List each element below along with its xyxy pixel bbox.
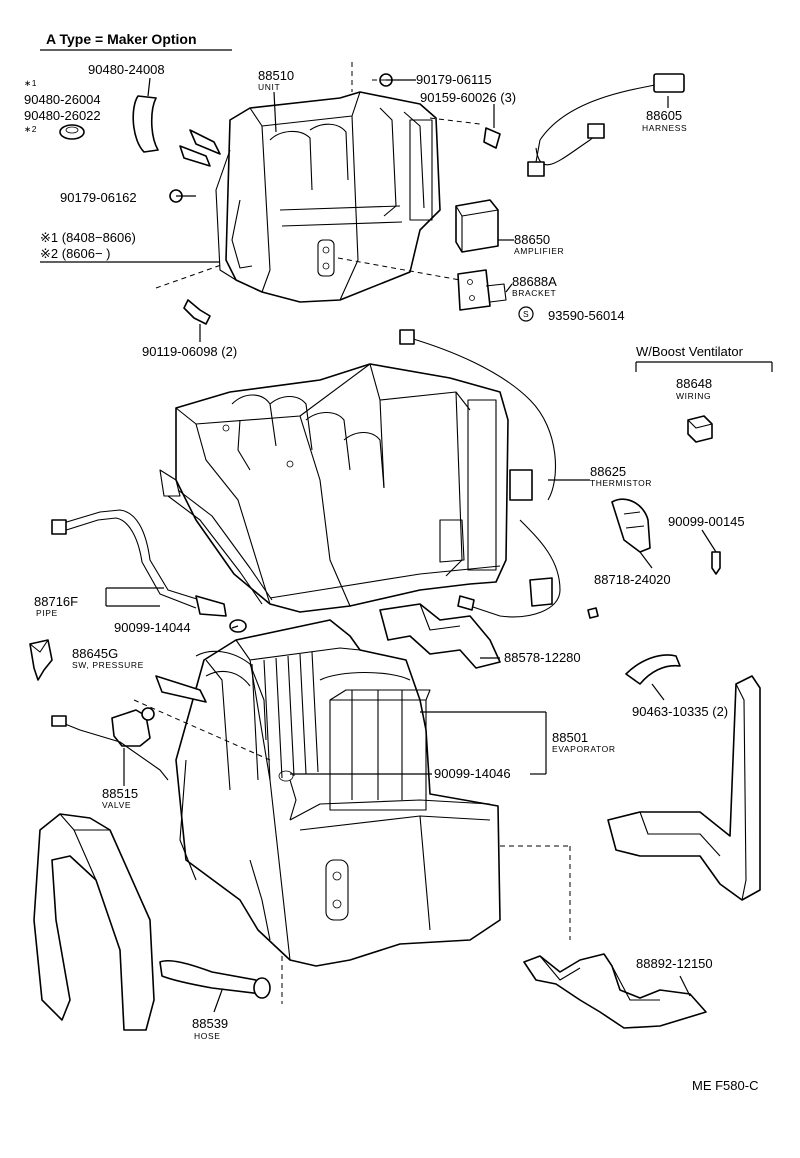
label-88718-24020: 88718-24020: [594, 572, 671, 587]
label-88501: 88501: [552, 730, 588, 745]
label-88578-12280: 88578-12280: [504, 650, 581, 665]
label-90480-24008: 90480-24008: [88, 62, 165, 77]
label-88501-name: EVAPORATOR: [552, 744, 616, 754]
label-90159-60026: 90159-60026 (3): [420, 90, 516, 105]
insulator-88578: [379, 603, 501, 669]
label-90480-26022: 90480-26022: [24, 108, 101, 123]
label-88688A: 88688A: [512, 274, 557, 289]
guide-evap-1: [133, 699, 271, 761]
leader-lines: [40, 77, 773, 1013]
label-88645G-name: SW, PRESSURE: [72, 660, 144, 670]
label-88625-name: THERMISTOR: [590, 478, 652, 488]
label-88645G: 88645G: [72, 646, 118, 661]
label-90099-00145: 90099-00145: [668, 514, 745, 529]
label-90099-14044: 90099-14044: [114, 620, 191, 635]
note-star2: ∗2: [24, 124, 37, 134]
switch-88645G: [29, 639, 53, 681]
note-range-1: ※1 (8408−8606): [40, 230, 136, 245]
label-88650: 88650: [514, 232, 550, 247]
hose-88539: [159, 959, 271, 999]
unit-case-middle: [159, 363, 509, 613]
insulator-88892: [523, 953, 707, 1029]
label-90119-06098: 90119-06098 (2): [142, 344, 237, 359]
label-90179-06115: 90179-06115: [416, 72, 492, 87]
label-90480-26004: 90480-26004: [24, 92, 101, 107]
diagram-code: ME F580-C: [692, 1078, 758, 1093]
amplifier-88650: [455, 199, 499, 253]
label-88605-name: HARNESS: [642, 123, 687, 133]
label-88648-name: WIRING: [676, 391, 711, 401]
guide-top-4: [155, 263, 225, 289]
label-88515-name: VALVE: [102, 800, 131, 810]
valve-88515: [51, 675, 207, 781]
label-88515: 88515: [102, 786, 138, 801]
boost-ventilator-title: W/Boost Ventilator: [636, 344, 744, 359]
label-88605: 88605: [646, 108, 682, 123]
grommet-90480: [59, 95, 159, 153]
label-88625: 88625: [590, 464, 626, 479]
duct-left: [33, 813, 155, 1031]
note-star1: ∗1: [24, 78, 37, 88]
label-88892-12150: 88892-12150: [636, 956, 713, 971]
label-88539-name: HOSE: [194, 1031, 221, 1041]
duct-right: [607, 675, 761, 901]
maker-option-title: A Type = Maker Option: [46, 31, 197, 47]
note-range-2: ※2 (8606− ): [40, 246, 111, 261]
label-90179-06162: 90179-06162: [60, 190, 137, 205]
label-88716F: 88716F: [34, 594, 78, 609]
bracket-88718: [611, 498, 651, 553]
guide-top-3: [429, 117, 481, 125]
thermistor-88625: [399, 329, 561, 618]
label-90463-10335: 90463-10335 (2): [632, 704, 728, 719]
bolt-90119: [183, 299, 211, 325]
s-mark-letter: S: [523, 309, 529, 319]
bracket-88688A: [457, 269, 507, 311]
screw-90099-00145: [587, 551, 721, 619]
label-88716F-name: PIPE: [36, 608, 58, 618]
label-88510: 88510: [258, 68, 294, 83]
clamp-90463: [625, 654, 681, 685]
label-93590-56014: 93590-56014: [548, 308, 625, 323]
guide-top-5: [337, 257, 461, 281]
evaporator-88501: [175, 619, 501, 967]
pipe-88716F: [51, 489, 273, 617]
s-mark-circle: [518, 306, 534, 322]
label-88510-name: UNIT: [258, 82, 280, 92]
label-88688A-name: BRACKET: [512, 288, 556, 298]
unit-housing-top: [215, 91, 441, 303]
harness-88605: [527, 73, 685, 177]
label-88539: 88539: [192, 1016, 228, 1031]
label-88650-name: AMPLIFIER: [514, 246, 564, 256]
label-90099-14046: 90099-14046: [434, 766, 511, 781]
label-88648: 88648: [676, 376, 712, 391]
wiring-88648: [687, 415, 713, 443]
